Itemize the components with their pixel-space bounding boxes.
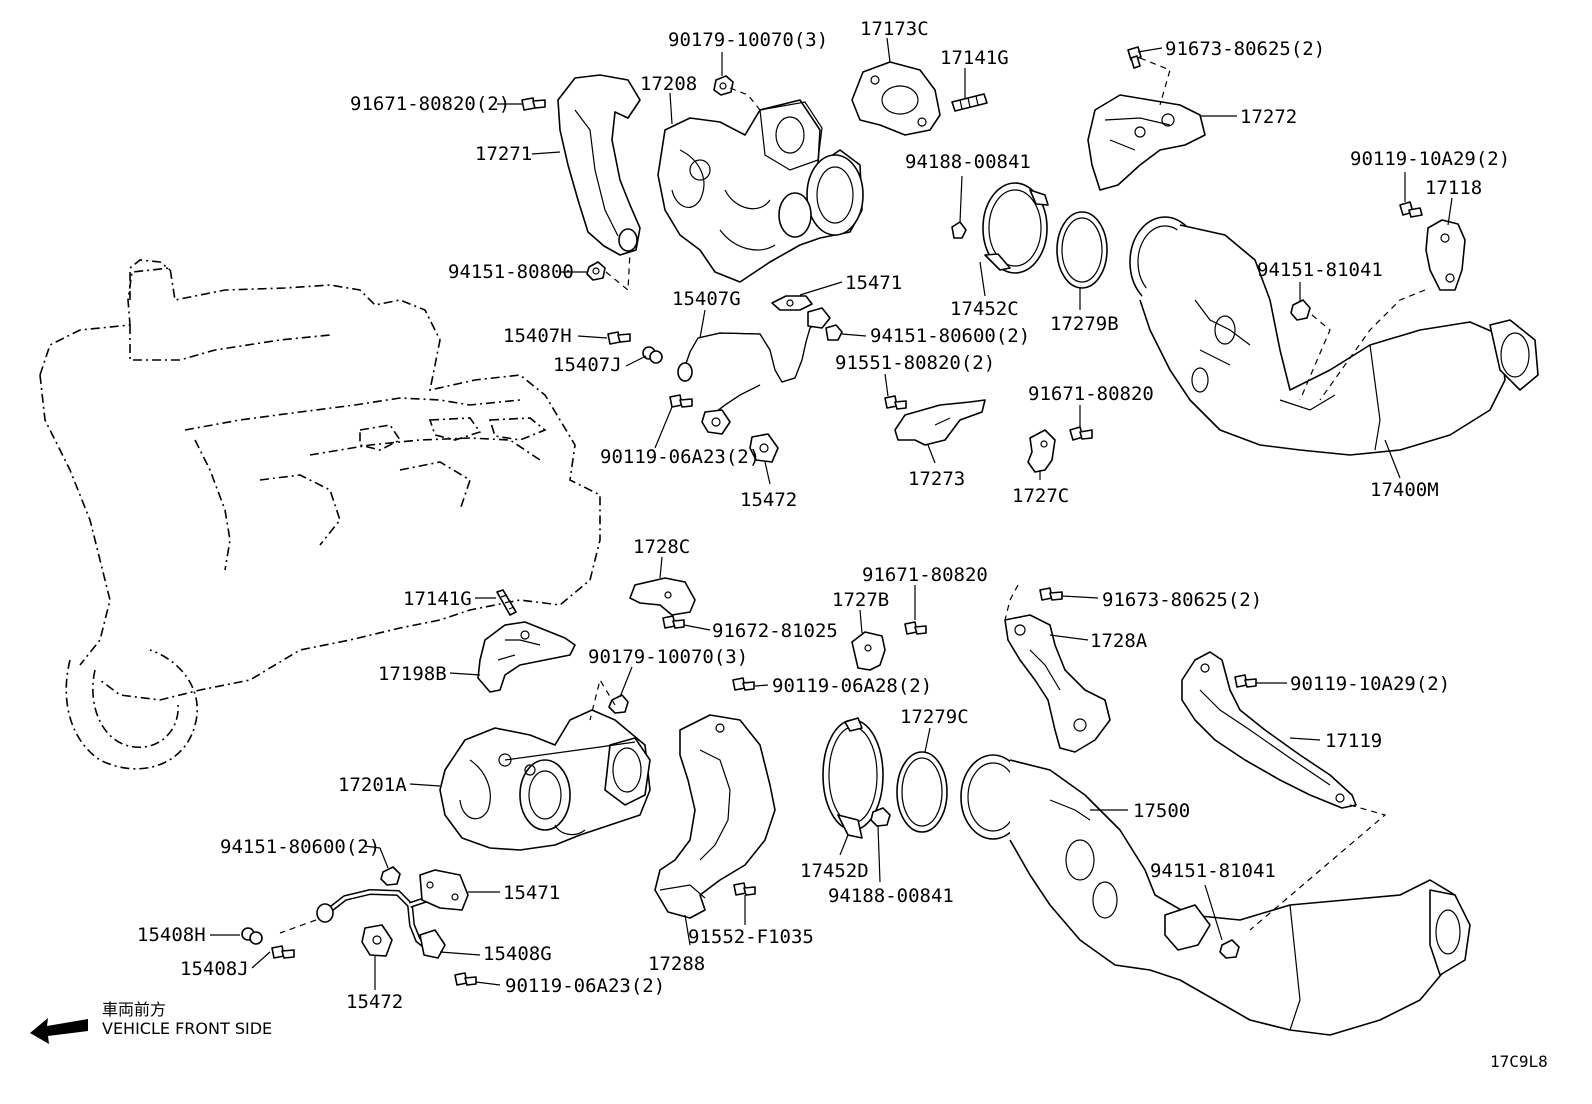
label-15408H: 15408H [137, 924, 206, 946]
label-17279C: 17279C [900, 706, 969, 728]
label-94151-80600-bot: 94151-80600(2) [220, 836, 380, 858]
bracket-17273 [894, 399, 986, 446]
label-17173C: 17173C [860, 18, 929, 40]
label-15471-bot: 15471 [503, 882, 560, 904]
part-labels: 90179-10070(3) 17208 17173C 17141G 91673… [137, 18, 1510, 1013]
gasket-15471-bottom [419, 869, 469, 911]
front-label-en: VEHICLE FRONT SIDE [102, 1019, 272, 1038]
label-90179-10070-top: 90179-10070(3) [668, 29, 828, 51]
label-90179-10070-mid: 90179-10070(3) [588, 646, 748, 668]
label-94151-80800: 94151-80800 [448, 261, 574, 283]
label-91673-80625-mid: 91673-80625(2) [1102, 589, 1262, 611]
gasket-17173C [851, 61, 941, 136]
oil-pipe-15407G [677, 307, 831, 435]
label-94151-80600-top: 94151-80600(2) [870, 325, 1030, 347]
label-94188-00841-bot: 94188-00841 [828, 885, 954, 907]
clamp-17452D [822, 717, 884, 839]
bracket-1727B [851, 631, 886, 671]
label-94151-81041-bot: 94151-81041 [1150, 860, 1276, 882]
bracket-1727C [1027, 429, 1056, 473]
label-17198B: 17198B [378, 663, 447, 685]
label-17400M: 17400M [1370, 479, 1439, 501]
vehicle-front-indicator: 車両前方 VEHICLE FRONT SIDE [30, 1000, 272, 1044]
label-17208: 17208 [640, 73, 697, 95]
label-15407H: 15407H [503, 325, 572, 347]
fasteners-bottom [241, 587, 1257, 986]
label-90119-10A29-mid: 90119-10A29(2) [1290, 673, 1450, 695]
bracket-1728C [629, 577, 696, 616]
label-1728C: 1728C [633, 536, 690, 558]
stud-17141G-mid [496, 589, 517, 616]
label-1728A: 1728A [1090, 630, 1148, 652]
diagram-code: 17C9L8 [1490, 1052, 1548, 1071]
stud-17141G-top [951, 93, 988, 112]
label-17279B: 17279B [1050, 313, 1119, 335]
label-17272: 17272 [1240, 106, 1297, 128]
label-17271: 17271 [475, 143, 532, 165]
dashed-assembly-lines [279, 57, 1426, 934]
label-1727C: 1727C [1012, 485, 1069, 507]
label-15471-top: 15471 [845, 272, 902, 294]
label-90119-06A23-top: 90119-06A23(2) [600, 446, 760, 468]
gasket-17279B [1056, 211, 1108, 289]
bracket-1728A [1004, 614, 1111, 753]
label-15408G: 15408G [483, 943, 552, 965]
label-94151-81041-top: 94151-81041 [1257, 259, 1383, 281]
gasket-17279C [896, 751, 948, 833]
label-17452D: 17452D [800, 860, 869, 882]
label-91552-F1035: 91552-F1035 [688, 926, 814, 948]
label-91551-80820: 91551-80820(2) [835, 352, 995, 374]
turbocharger-17208 [657, 99, 864, 283]
gasket-15472-bottom [361, 924, 393, 957]
label-1727B: 1727B [832, 589, 889, 611]
clamp-17452C [982, 182, 1049, 274]
label-91673-80625-top: 91673-80625(2) [1165, 38, 1325, 60]
label-17452C: 17452C [950, 298, 1019, 320]
label-17201A: 17201A [338, 774, 407, 796]
label-15408J: 15408J [180, 958, 249, 980]
engine-outline [39, 259, 601, 770]
heat-insulator-17271 [557, 74, 641, 256]
label-17118: 17118 [1425, 177, 1482, 199]
gasket-15472-top [749, 433, 779, 463]
label-15472-bot: 15472 [346, 991, 403, 1013]
arrow-left-icon [30, 1018, 88, 1044]
converter-17500 [960, 754, 1471, 1036]
label-91671-80820-mid: 91671-80820 [862, 564, 988, 586]
leader-lines [210, 37, 1453, 990]
label-17119: 17119 [1325, 730, 1382, 752]
gasket-15471-top [771, 295, 813, 311]
converter-17400M [1129, 216, 1539, 456]
label-17273: 17273 [908, 468, 965, 490]
label-90119-10A29-top: 90119-10A29(2) [1350, 148, 1510, 170]
turbocharger-17201A [439, 709, 651, 851]
label-17141G-mid: 17141G [403, 588, 472, 610]
bracket-17119 [1181, 651, 1357, 809]
label-94188-00841-top: 94188-00841 [905, 151, 1031, 173]
label-17141G-top: 17141G [940, 47, 1009, 69]
label-90119-06A23-bot: 90119-06A23(2) [505, 975, 665, 997]
front-label-jp: 車両前方 [102, 1000, 166, 1019]
label-15407J: 15407J [553, 354, 622, 376]
heat-insulator-17272 [1087, 94, 1206, 191]
label-15407G: 15407G [672, 288, 741, 310]
label-15472-top: 15472 [740, 489, 797, 511]
label-91671-80820-2: 91671-80820(2) [350, 93, 510, 115]
label-17500: 17500 [1133, 800, 1190, 822]
bracket-17118 [1425, 219, 1466, 291]
label-91671-80820-top: 91671-80820 [1028, 383, 1154, 405]
label-91672-81025: 91672-81025 [712, 620, 838, 642]
label-90119-06A28: 90119-06A28(2) [772, 675, 932, 697]
label-17288: 17288 [648, 953, 705, 975]
heat-insulator-17288 [654, 714, 776, 919]
heat-insulator-17198B [477, 621, 576, 693]
